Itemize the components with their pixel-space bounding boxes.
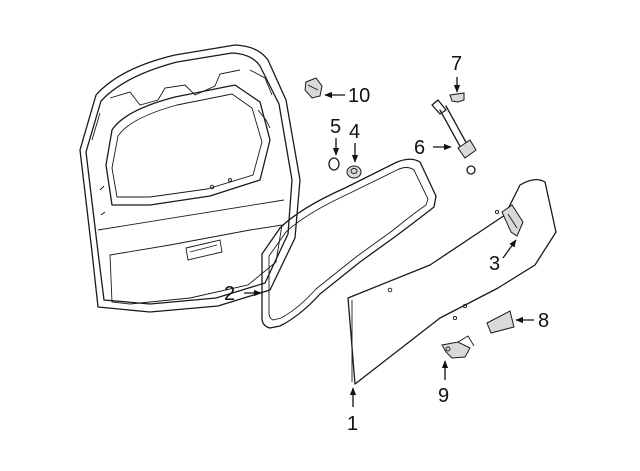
hinge-part-9 <box>441 335 475 359</box>
plate-part-8 <box>486 310 515 334</box>
callout-1: 1 <box>347 413 358 435</box>
ball-stud-part-7 <box>449 92 465 103</box>
callout-3: 3 <box>489 253 500 275</box>
callout-6: 6 <box>414 137 425 159</box>
callout-4: 4 <box>349 121 360 143</box>
callout-10: 10 <box>348 85 370 107</box>
liftgate-body <box>79 44 301 313</box>
glass-part-2 <box>261 158 437 329</box>
callout-5: 5 <box>330 116 341 138</box>
support-strut-part-6 <box>431 99 477 175</box>
lower-panel-part-1 <box>347 178 557 385</box>
leader-3 <box>502 239 517 259</box>
bracket-part-3 <box>501 204 524 237</box>
callout-7: 7 <box>451 53 462 75</box>
callout-8: 8 <box>538 310 549 332</box>
callout-2: 2 <box>224 283 235 305</box>
grommet-part-5 <box>328 157 340 171</box>
callout-9: 9 <box>438 385 449 407</box>
bumper-part-4 <box>346 165 362 179</box>
clip-part-10 <box>304 77 323 99</box>
